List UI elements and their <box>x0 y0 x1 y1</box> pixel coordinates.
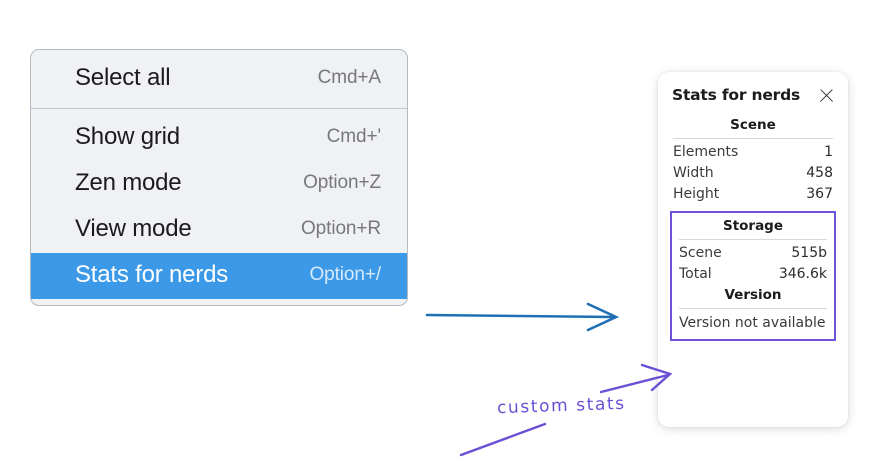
section-divider <box>679 308 827 309</box>
stats-panel-header: Stats for nerds <box>672 86 834 104</box>
stats-panel-title: Stats for nerds <box>672 86 801 104</box>
stats-row-height: Height 367 <box>671 183 835 204</box>
stats-row-label: Total <box>679 265 712 282</box>
menu-item-shortcut: Option+/ <box>309 264 381 285</box>
stats-row-total: Total 346.6k <box>677 263 829 284</box>
menu-item-shortcut: Cmd+A <box>317 67 381 88</box>
version-not-available-text: Version not available <box>679 315 826 331</box>
section-heading: Storage <box>722 218 784 234</box>
stats-row-label: Width <box>673 164 714 181</box>
stats-row-value: 367 <box>806 185 833 202</box>
menu-item-stats-for-nerds[interactable]: Stats for nerds Option+/ <box>31 253 407 299</box>
menu-item-show-grid[interactable]: Show grid Cmd+' <box>31 115 407 161</box>
menu-item-label: Select all <box>75 64 171 91</box>
custom-stats-note: custom stats <box>496 393 626 419</box>
menu-item-shortcut: Option+Z <box>303 172 381 193</box>
stats-section-storage: Storage Scene 515b Total 346.6k <box>677 215 829 284</box>
stats-row-elements: Elements 1 <box>671 141 835 162</box>
section-heading: Scene <box>730 117 776 133</box>
stats-row-value: 1 <box>824 143 833 160</box>
menu-item-label: View mode <box>75 215 192 242</box>
menu-item-label: Zen mode <box>75 169 182 196</box>
stats-row-width: Width 458 <box>671 162 835 183</box>
custom-stats-highlight-box: Storage Scene 515b Total 346.6k Version … <box>670 211 836 341</box>
stats-row-label: Scene <box>679 244 722 261</box>
stats-row-scene: Scene 515b <box>677 242 829 263</box>
menu-item-select-all[interactable]: Select all Cmd+A <box>31 56 407 102</box>
menu-item-label: Stats for nerds <box>75 261 229 288</box>
stats-for-nerds-panel: Stats for nerds Scene Elements 1 Width 4… <box>658 72 848 427</box>
canvas-context-menu[interactable]: Select all Cmd+A Show grid Cmd+' Zen mod… <box>30 49 408 306</box>
section-divider <box>673 138 833 139</box>
menu-item-shortcut: Option+R <box>301 218 381 239</box>
section-divider <box>679 239 827 240</box>
close-icon[interactable] <box>819 88 834 103</box>
menu-group-1: Select all Cmd+A <box>31 50 407 108</box>
purple-underline-stroke <box>459 422 547 457</box>
menu-item-shortcut: Cmd+' <box>326 126 381 147</box>
stats-row-value: 458 <box>806 164 833 181</box>
menu-item-zen-mode[interactable]: Zen mode Option+Z <box>31 161 407 207</box>
menu-item-label: Show grid <box>75 123 180 150</box>
stats-row-label: Elements <box>673 143 739 160</box>
stats-row-label: Height <box>673 185 720 202</box>
menu-item-view-mode[interactable]: View mode Option+R <box>31 207 407 253</box>
section-heading: Version <box>724 287 782 303</box>
blue-arrow <box>425 302 620 332</box>
stats-row-value: 515b <box>791 244 827 261</box>
stats-section-scene: Scene Elements 1 Width 458 Height 367 <box>671 114 835 204</box>
stats-section-version: Version Version not available <box>677 284 829 333</box>
stats-row-value: 346.6k <box>778 265 827 282</box>
menu-group-2: Show grid Cmd+' Zen mode Option+Z View m… <box>31 109 407 305</box>
menu-separator <box>31 108 407 109</box>
